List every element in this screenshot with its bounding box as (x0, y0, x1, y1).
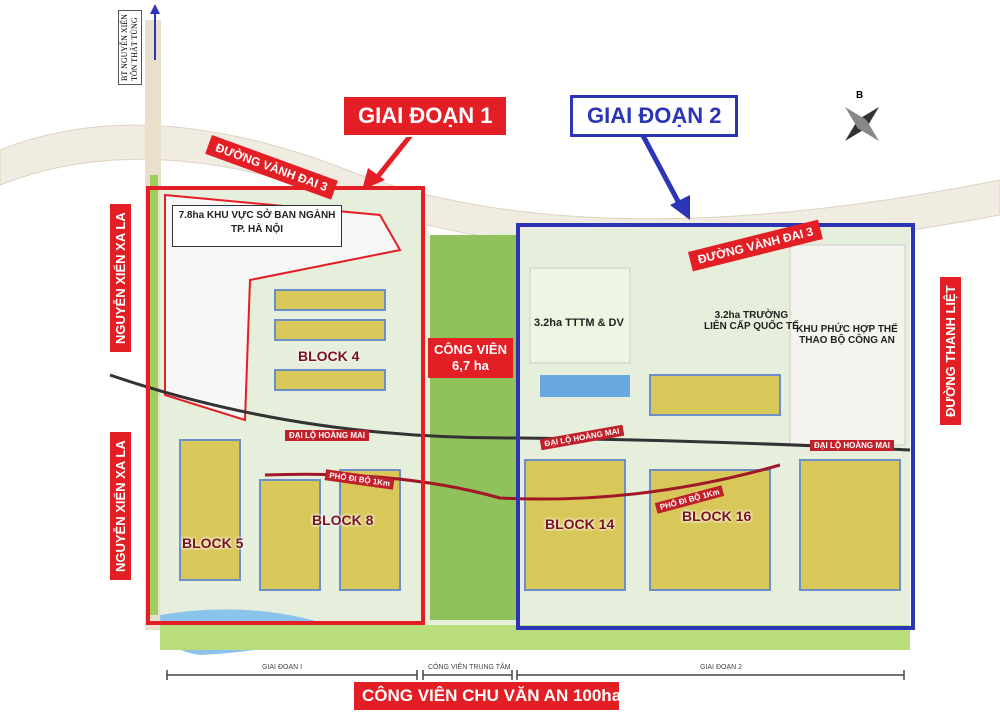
sports-label: KHU PHỨC HỢP THỂ THAO BỘ CÔNG AN (792, 320, 902, 350)
scale-central-park-label: CÔNG VIÊN TRUNG TÂM (428, 664, 511, 671)
compass-north-label: B (856, 90, 864, 101)
commercial-area (529, 267, 631, 364)
hoang-mai-label-right: ĐẠI LỘ HOÀNG MAI (810, 440, 894, 451)
park-label-line1: CÔNG VIÊN (434, 342, 507, 357)
footer-title: CÔNG VIÊN CHU VĂN AN 100ha (354, 682, 621, 710)
north-road-arrow (150, 4, 160, 14)
commercial-building (540, 375, 630, 397)
scale-phase2-label: GIAI ĐOẠN 2 (700, 664, 743, 671)
phase1-arrow (373, 128, 417, 182)
block-14-label: BLOCK 14 (545, 516, 615, 532)
phase2-boundary (516, 223, 915, 630)
central-park-area (430, 235, 520, 620)
admin-area (164, 193, 402, 422)
nguyen-xien-label-bottom: NGUYỄN XIỂN XA LA (110, 432, 131, 580)
park-label: CÔNG VIÊN 6,7 ha (428, 338, 513, 378)
school-label-line1: 3.2ha TRƯỜNG (714, 310, 789, 321)
phase2-arrow (637, 128, 683, 207)
admin-area-line1: 7.8ha KHU VỰC SỞ BAN NGÀNH (178, 210, 336, 221)
block-8-label: BLOCK 8 (312, 512, 374, 528)
phase1-label: GIAI ĐOẠN 1 (342, 95, 509, 137)
commercial-label: 3.2ha TTTM & DV (534, 317, 624, 329)
sports-label-line1: KHU PHỨC HỢP THỂ (796, 324, 898, 335)
block-16-label: BLOCK 16 (682, 508, 752, 524)
school-label: 3.2ha TRƯỜNG LIÊN CẤP QUỐC TẾ (700, 306, 803, 336)
ton-that-tung-label: TÔN THẤT TÙNG (130, 17, 139, 81)
north-road-sign: BT NGUYỄN XIỂN TÔN THẤT TÙNG (118, 10, 142, 85)
admin-area-line2: TP. HÀ NỘI (230, 224, 284, 235)
compass-icon (845, 107, 879, 141)
phase1-boundary (146, 186, 425, 625)
block-4-label: BLOCK 4 (298, 348, 360, 364)
nguyen-xien-label-top: NGUYỄN XIỂN XA LA (110, 204, 131, 352)
sports-label-line2: THAO BỘ CÔNG AN (799, 335, 895, 346)
thanh-liet-label: ĐƯỜNG THANH LIỆT (940, 277, 961, 425)
phase2-label: GIAI ĐOẠN 2 (570, 95, 739, 137)
sports-area (789, 244, 906, 446)
bt-nguyen-xien-label: BT NGUYỄN XIỂN (120, 14, 129, 81)
park-label-line2: 6,7 ha (452, 358, 489, 373)
admin-area-label: 7.8ha KHU VỰC SỞ BAN NGÀNH TP. HÀ NỘI (172, 205, 342, 247)
hoang-mai-label-left: ĐẠI LỘ HOÀNG MAI (285, 430, 369, 441)
scale-bar (166, 670, 905, 680)
school-label-line2: LIÊN CẤP QUỐC TẾ (704, 321, 799, 332)
block-5-label: BLOCK 5 (182, 535, 244, 551)
tree-strip (150, 175, 158, 615)
scale-phase1-label: GIAI ĐOẠN I (262, 664, 303, 671)
housing-rows (179, 289, 901, 591)
